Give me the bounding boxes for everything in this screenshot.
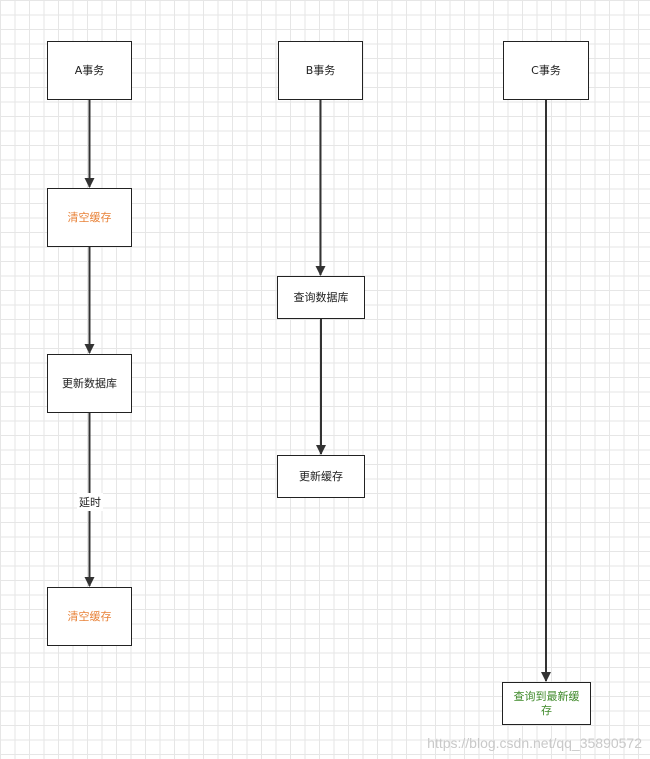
node-a-transaction: A事务	[47, 41, 132, 100]
node-label: 更新缓存	[299, 469, 343, 483]
node-b-query-database: 查询数据库	[277, 276, 365, 319]
node-label: C事务	[531, 63, 561, 77]
node-a-update-database: 更新数据库	[47, 354, 132, 413]
node-label: 查询数据库	[293, 290, 349, 304]
watermark-text: https://blog.csdn.net/qq_35890572	[427, 735, 642, 751]
node-a-clear-cache-1: 清空缓存	[47, 188, 132, 247]
node-c-transaction: C事务	[503, 41, 589, 100]
node-b-transaction: B事务	[278, 41, 363, 100]
node-a-clear-cache-2: 清空缓存	[47, 587, 132, 646]
node-label: 清空缓存	[67, 609, 112, 623]
node-label: 清空缓存	[67, 210, 112, 224]
node-label: 查询到最新缓存	[513, 689, 580, 717]
node-label: A事务	[74, 63, 105, 77]
node-c-query-latest-cache: 查询到最新缓存	[502, 682, 591, 725]
node-b-update-cache: 更新缓存	[277, 455, 365, 498]
edge-label-delay: 延时	[77, 493, 103, 511]
node-label: B事务	[305, 63, 336, 77]
node-label: 更新数据库	[62, 376, 117, 390]
